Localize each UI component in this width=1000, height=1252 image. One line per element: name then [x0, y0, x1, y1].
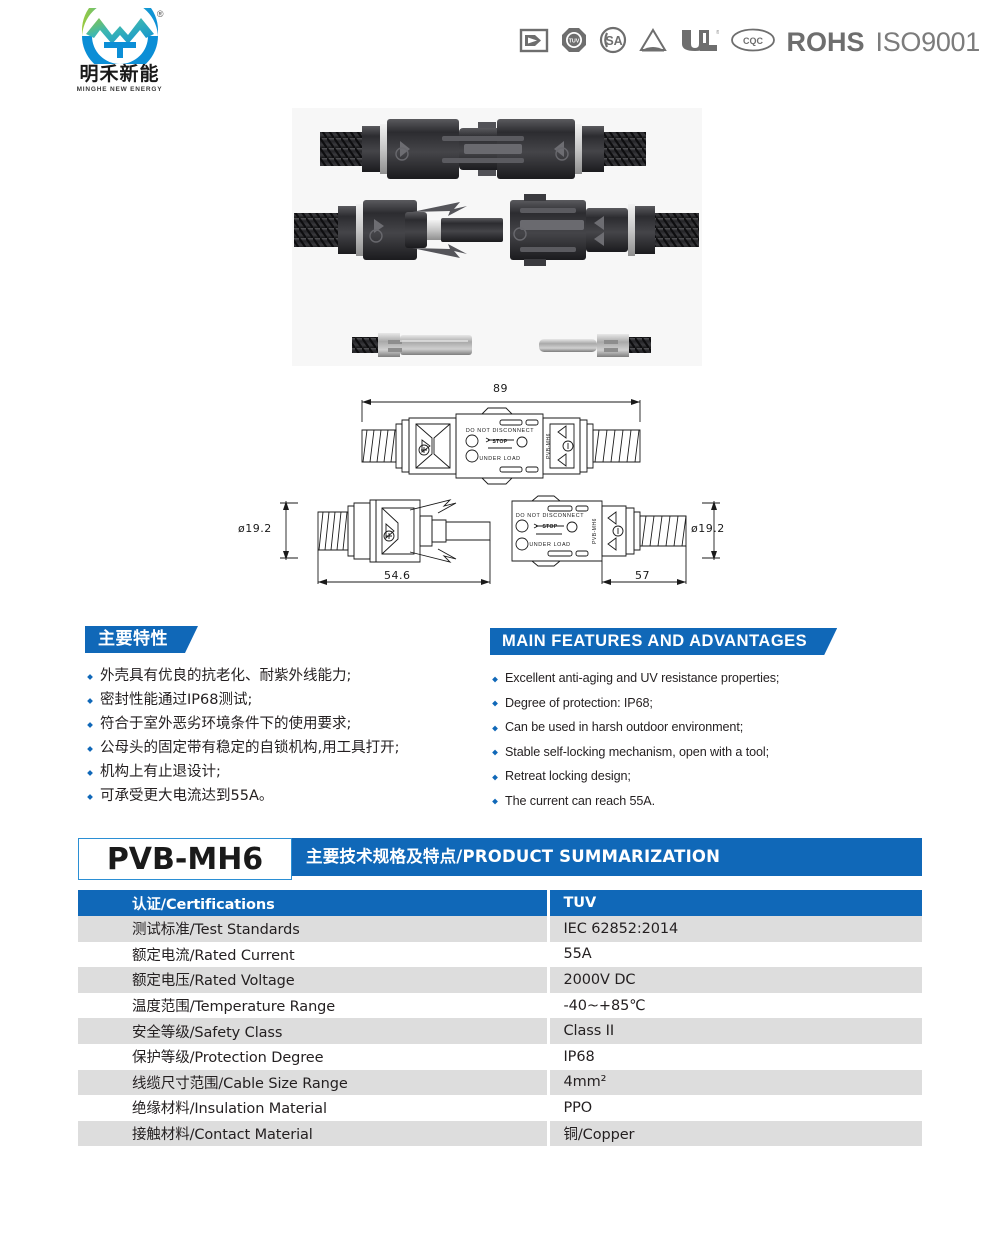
features-heading-en: MAIN FEATURES AND ADVANTAGES: [490, 628, 837, 655]
table-row: 保护等级/Protection Degree IP68: [78, 1043, 922, 1070]
table-row-header: 认证/Certifications TUV: [78, 890, 922, 916]
features-list-cn: 外壳具有优良的抗老化、耐紫外线能力; 密封性能通过IP68测试; 符合于室外恶劣…: [85, 666, 485, 807]
dimension-drawing: DO NOT DISCONNECT STOP UNDER LOAD PVB-MH…: [238, 382, 750, 598]
spec-value: 铜/Copper: [548, 1120, 922, 1147]
table-row: 接触材料/Contact Material 铜/Copper: [78, 1120, 922, 1147]
spec-key: 绝缘材料/Insulation Material: [78, 1095, 550, 1121]
ul-icon: ®: [679, 26, 720, 59]
dimension-female-length: 57: [635, 569, 650, 582]
spec-key: 额定电流/Rated Current: [78, 941, 550, 968]
feature-item: Retreat locking design;: [490, 766, 920, 788]
features-chinese: 主要特性 外壳具有优良的抗老化、耐紫外线能力; 密封性能通过IP68测试; 符合…: [85, 626, 485, 810]
spec-value: 2000V DC: [548, 967, 922, 993]
table-row: 安全等级/Safety Class Class II: [78, 1018, 922, 1044]
cqc-icon: CQC: [730, 27, 776, 58]
table-row: 额定电流/Rated Current 55A: [78, 941, 922, 968]
feature-item: 公母头的固定带有稳定的自锁机构,用工具打开;: [85, 738, 485, 759]
table-row: 绝缘材料/Insulation Material PPO: [78, 1095, 922, 1121]
spec-key: 线缆尺寸范围/Cable Size Range: [78, 1069, 550, 1096]
logo-english-name: MINGHE NEW ENERGY: [76, 86, 163, 93]
company-logo: ® 明禾新能 MINGHE NEW ENERGY: [52, 0, 187, 94]
page-header: ® 明禾新能 MINGHE NEW ENERGY TUV: [0, 0, 1000, 100]
svg-text:DO NOT DISCONNECT: DO NOT DISCONNECT: [516, 513, 584, 519]
product-photo: [292, 108, 702, 366]
svg-text:DO NOT DISCONNECT: DO NOT DISCONNECT: [466, 428, 534, 434]
features-english: MAIN FEATURES AND ADVANTAGES Excellent a…: [490, 628, 920, 815]
svg-text:PVB-MH6: PVB-MH6: [592, 518, 598, 544]
registered-trademark-icon: ®: [156, 9, 164, 19]
certification-logos: TUV SA: [519, 20, 981, 64]
feature-item: 机构上有止退设计;: [85, 762, 485, 783]
features-heading-cn: 主要特性: [85, 626, 198, 653]
product-model-code: PVB-MH6: [78, 838, 292, 880]
spec-value: 4mm²: [548, 1069, 922, 1096]
spec-key: 温度范围/Temperature Range: [78, 992, 550, 1019]
spec-key: 认证/Certifications: [78, 890, 550, 916]
feature-item: 可承受更大电流达到55A。: [85, 786, 485, 807]
dimension-total-length: 89: [493, 382, 508, 395]
feature-item: Can be used in harsh outdoor environment…: [490, 717, 920, 739]
svg-text:SA: SA: [605, 34, 622, 48]
feature-item: Excellent anti-aging and UV resistance p…: [490, 668, 920, 690]
specifications-table: 认证/Certifications TUV 测试标准/Test Standard…: [78, 890, 922, 1147]
spec-value: IEC 62852:2014: [548, 916, 922, 942]
svg-text:STOP: STOP: [542, 524, 557, 530]
feature-item: 符合于室外恶劣环境条件下的使用要求;: [85, 714, 485, 735]
spec-key: 额定电压/Rated Voltage: [78, 967, 550, 993]
section-title: 主要技术规格及特点/PRODUCT SUMMARIZATION: [306, 847, 721, 866]
feature-item: The current can reach 55A.: [490, 791, 920, 813]
svg-text:STOP: STOP: [492, 439, 507, 445]
delta-icon: [638, 26, 668, 59]
svg-text:TUV: TUV: [568, 38, 579, 44]
spec-value: 55A: [548, 941, 922, 968]
csa-icon: SA: [599, 26, 627, 59]
spec-value: -40~+85℃: [548, 992, 922, 1019]
spec-key: 保护等级/Protection Degree: [78, 1043, 550, 1070]
spec-value: Class II: [548, 1018, 922, 1044]
tuv-rheinland-icon: TUV: [560, 26, 588, 59]
logo-mark-icon: ®: [74, 0, 166, 74]
svg-text:UNDER LOAD: UNDER LOAD: [529, 542, 570, 548]
feature-item: Degree of protection: IP68;: [490, 693, 920, 715]
product-title-bar: 主要技术规格及特点/PRODUCT SUMMARIZATION PVB-MH6: [78, 838, 922, 880]
svg-text:PVB-MH6: PVB-MH6: [546, 433, 552, 459]
dimension-male-length: 54.6: [384, 569, 411, 582]
dimension-diameter-left: ø19.2: [238, 522, 272, 535]
svg-text:CQC: CQC: [743, 36, 764, 46]
table-row: 线缆尺寸范围/Cable Size Range 4mm²: [78, 1069, 922, 1096]
table-row: 测试标准/Test Standards IEC 62852:2014: [78, 916, 922, 942]
logo-chinese-name: 明禾新能: [79, 63, 160, 85]
svg-text:®: ®: [716, 29, 719, 36]
rohs-label: ROHS: [786, 27, 865, 57]
spec-value: IP68: [548, 1043, 922, 1070]
table-row: 温度范围/Temperature Range -40~+85℃: [78, 992, 922, 1019]
feature-item: 外壳具有优良的抗老化、耐紫外线能力;: [85, 666, 485, 687]
feature-item: 密封性能通过IP68测试;: [85, 690, 485, 711]
tuv-sud-icon: [519, 25, 549, 60]
spec-key: 安全等级/Safety Class: [78, 1018, 550, 1044]
iso9001-label: ISO9001: [875, 27, 981, 57]
spec-value: PPO: [548, 1095, 922, 1121]
feature-item: Stable self-locking mechanism, open with…: [490, 742, 920, 764]
svg-text:UNDER LOAD: UNDER LOAD: [479, 456, 520, 462]
spec-value: TUV: [548, 890, 922, 916]
spec-key: 测试标准/Test Standards: [78, 916, 550, 942]
dimension-diameter-right: ø19.2: [691, 522, 725, 535]
spec-key: 接触材料/Contact Material: [78, 1120, 550, 1147]
table-row: 额定电压/Rated Voltage 2000V DC: [78, 967, 922, 993]
features-list-en: Excellent anti-aging and UV resistance p…: [490, 668, 920, 812]
